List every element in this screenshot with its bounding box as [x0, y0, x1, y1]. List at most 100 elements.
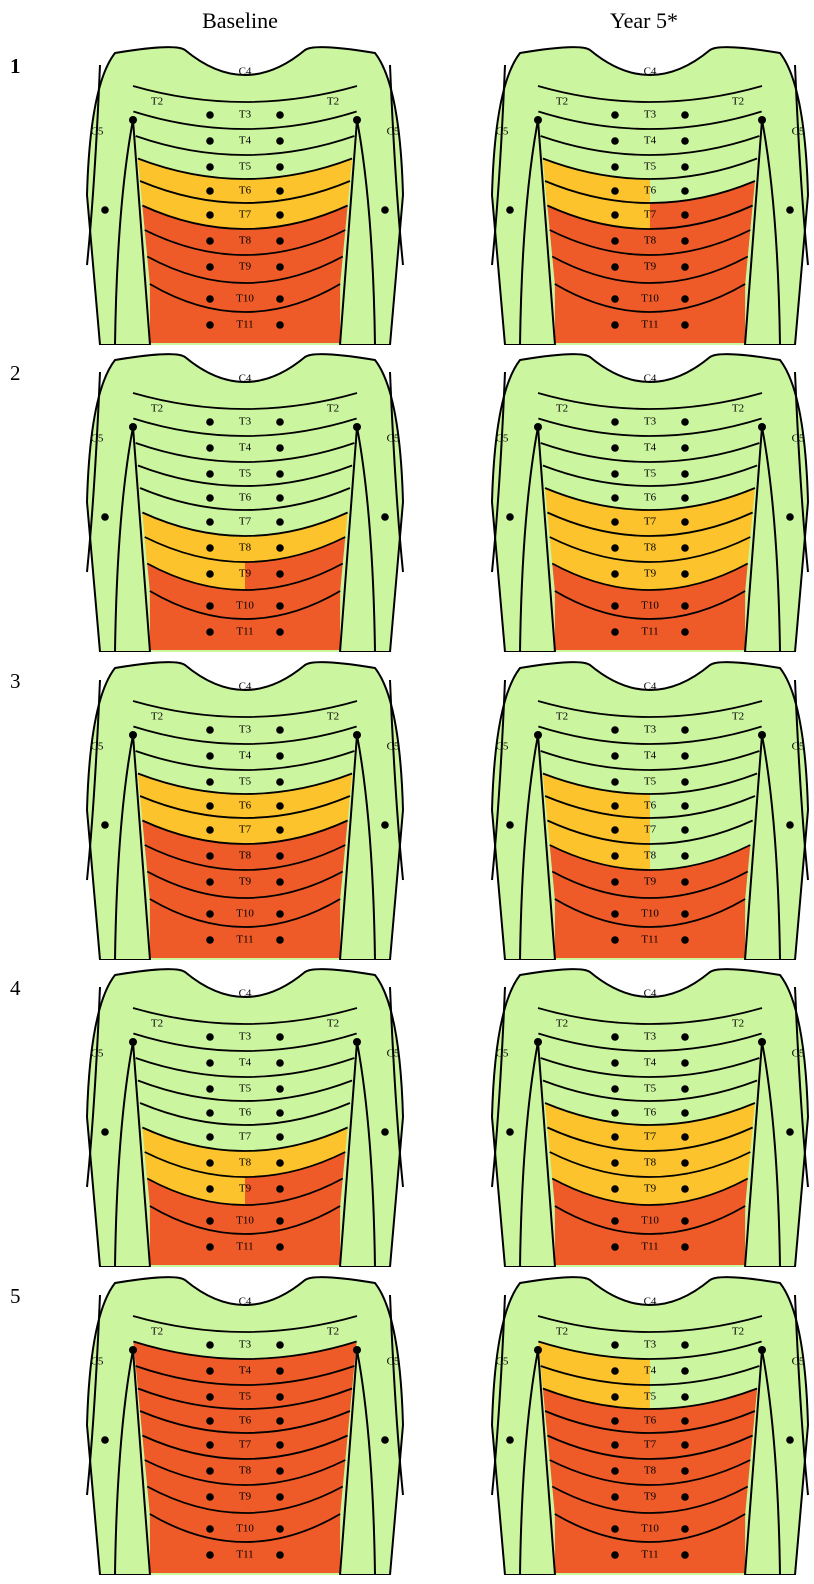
- label-C5-left: C5: [496, 1356, 509, 1368]
- label-C4: C4: [644, 681, 657, 693]
- label-C5-right: C5: [792, 126, 805, 138]
- test-point: [276, 263, 284, 271]
- test-point: [276, 211, 284, 219]
- test-point: [611, 802, 619, 810]
- test-point: [206, 518, 214, 526]
- test-point: [206, 321, 214, 329]
- label-T11: T11: [641, 1241, 658, 1253]
- label-T9: T9: [644, 261, 657, 273]
- test-point: [611, 494, 619, 502]
- label-C5-left: C5: [496, 433, 509, 445]
- label-T8: T8: [644, 235, 657, 247]
- test-point: [276, 1367, 284, 1375]
- test-point: [681, 1441, 689, 1449]
- test-point: [206, 544, 214, 552]
- label-T5: T5: [644, 1083, 657, 1095]
- label-T2-right: T2: [327, 711, 339, 723]
- test-point: [276, 1033, 284, 1041]
- test-point: [681, 1109, 689, 1117]
- test-point: [506, 513, 514, 521]
- label-T9: T9: [644, 1183, 657, 1195]
- label-T8: T8: [644, 1157, 657, 1169]
- test-point: [276, 1467, 284, 1475]
- label-T2-right: T2: [732, 711, 744, 723]
- test-point: [681, 1467, 689, 1475]
- test-point: [611, 544, 619, 552]
- label-T9: T9: [644, 876, 657, 888]
- test-point: [611, 1393, 619, 1401]
- label-T6: T6: [644, 1415, 657, 1427]
- panel-row4-year5: C4T2T2C5C5T3T4T5T6T7T8T9T10T11: [492, 969, 808, 1267]
- test-point: [611, 1059, 619, 1067]
- test-point: [681, 237, 689, 245]
- label-T5: T5: [644, 1391, 657, 1403]
- test-point: [206, 570, 214, 578]
- test-point: [276, 628, 284, 636]
- label-T9: T9: [239, 1491, 252, 1503]
- test-point: [276, 826, 284, 834]
- test-point: [611, 295, 619, 303]
- test-point: [206, 878, 214, 886]
- label-T2-right: T2: [327, 96, 339, 108]
- label-T7: T7: [644, 209, 657, 221]
- test-point: [276, 1243, 284, 1251]
- row-number: 2: [10, 361, 21, 385]
- panels-layer: C4T2T2C5C5T3T4T5T6T7T8T9T10T11C4T2T2C5C5…: [87, 47, 808, 1575]
- label-T10: T10: [641, 293, 659, 305]
- label-T2-left: T2: [556, 96, 568, 108]
- test-point: [381, 513, 389, 521]
- test-point: [611, 1493, 619, 1501]
- test-point: [611, 211, 619, 219]
- label-T4: T4: [239, 135, 252, 147]
- test-point: [506, 1128, 514, 1136]
- label-T2-left: T2: [151, 711, 163, 723]
- panel-row5-baseline: C4T2T2C5C5T3T4T5T6T7T8T9T10T11: [87, 1277, 403, 1575]
- test-point: [611, 418, 619, 426]
- test-point: [611, 111, 619, 119]
- joint-dot: [353, 731, 361, 739]
- test-point: [506, 821, 514, 829]
- test-point: [681, 1185, 689, 1193]
- joint-dot: [758, 423, 766, 431]
- label-T5: T5: [239, 161, 252, 173]
- label-T2-left: T2: [151, 403, 163, 415]
- test-point: [681, 470, 689, 478]
- test-point: [276, 1109, 284, 1117]
- label-C5-right: C5: [387, 433, 400, 445]
- joint-dot: [353, 423, 361, 431]
- test-point: [276, 1085, 284, 1093]
- test-point: [611, 826, 619, 834]
- test-point: [206, 237, 214, 245]
- panel-row1-year5: C4T2T2C5C5T3T4T5T6T7T8T9T10T11: [492, 47, 808, 345]
- label-T11: T11: [236, 626, 253, 638]
- test-point: [206, 163, 214, 171]
- label-T9: T9: [239, 876, 252, 888]
- joint-dot: [534, 116, 542, 124]
- test-point: [276, 936, 284, 944]
- label-T4: T4: [239, 750, 252, 762]
- test-point: [206, 1551, 214, 1559]
- joint-dot: [534, 1038, 542, 1046]
- test-point: [276, 1185, 284, 1193]
- test-point: [681, 852, 689, 860]
- panel-row5-year5: C4T2T2C5C5T3T4T5T6T7T8T9T10T11: [492, 1277, 808, 1575]
- test-point: [681, 1217, 689, 1225]
- test-point: [381, 1128, 389, 1136]
- label-T4: T4: [644, 750, 657, 762]
- test-point: [276, 1159, 284, 1167]
- test-point: [206, 187, 214, 195]
- test-point: [206, 1393, 214, 1401]
- test-point: [681, 826, 689, 834]
- label-T3: T3: [644, 1031, 657, 1043]
- test-point: [681, 802, 689, 810]
- row-numbers: 12345: [10, 54, 21, 1308]
- joint-dot: [129, 116, 137, 124]
- test-point: [381, 206, 389, 214]
- test-point: [786, 1436, 794, 1444]
- label-T4: T4: [239, 442, 252, 454]
- joint-dot: [129, 731, 137, 739]
- test-point: [276, 778, 284, 786]
- label-T2-left: T2: [556, 1326, 568, 1338]
- label-T6: T6: [644, 1107, 657, 1119]
